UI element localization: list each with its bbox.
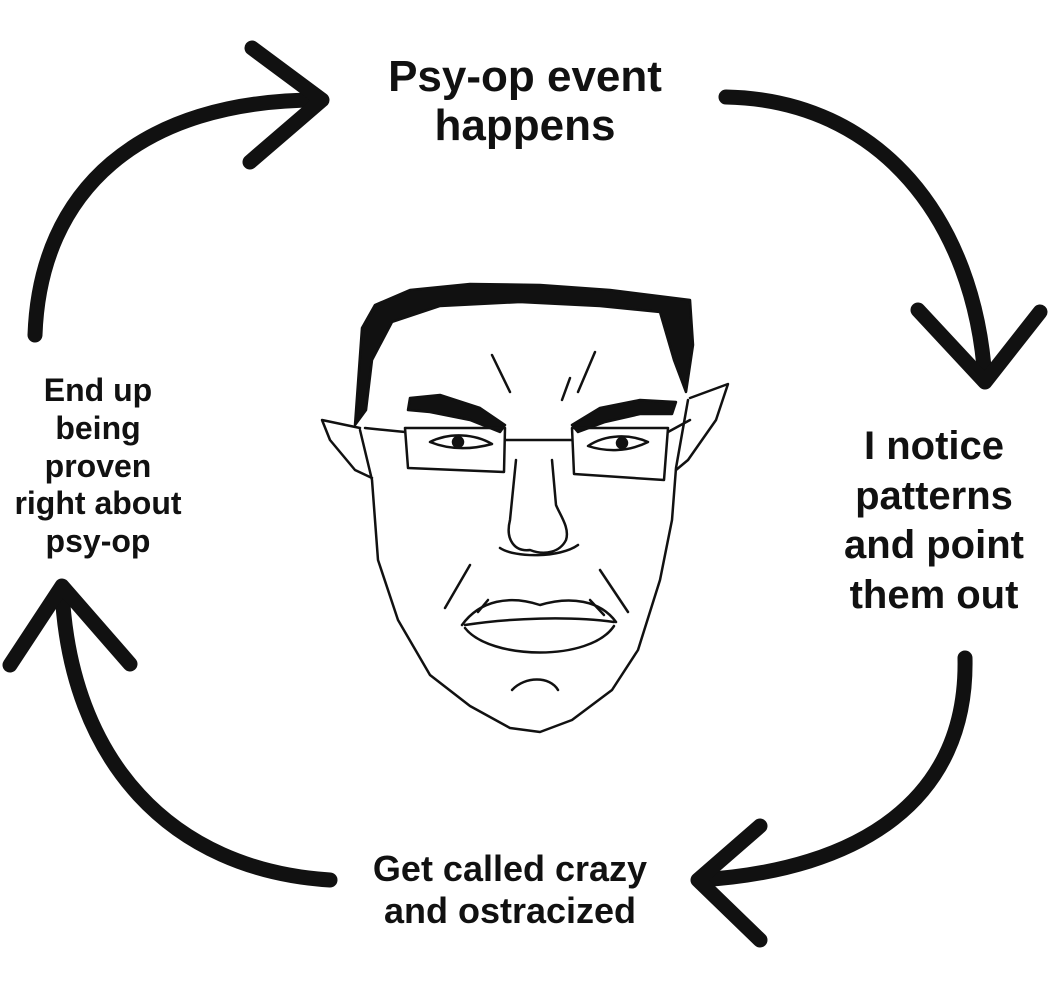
cheek-line-right: [598, 568, 630, 614]
hair: [353, 282, 695, 427]
right-eye: [586, 435, 650, 452]
glasses-right-lens: [570, 426, 670, 482]
mouth-upper: [460, 598, 618, 627]
left-eye: [428, 434, 494, 450]
face-outline: [358, 398, 690, 734]
forehead-wrinkle-mid: [560, 376, 572, 402]
arrow-right-to-bottom: [692, 650, 973, 888]
left-eyebrow: [406, 393, 507, 434]
chin-line: [510, 678, 560, 692]
step-label-called-crazy: Get called crazy and ostracized: [372, 848, 648, 932]
mouth-lower: [463, 624, 616, 654]
glasses-left-arm: [363, 426, 407, 434]
arrow-top-to-right: [718, 89, 993, 388]
mouth-line: [463, 617, 616, 627]
step-label-psy-op-event: Psy-op event happens: [388, 52, 662, 151]
arrowhead-left: [2, 578, 138, 673]
right-ear: [674, 382, 730, 472]
right-pupil: [615, 436, 629, 450]
step-label-proven-right: End up being proven right about psy-op: [14, 372, 182, 559]
forehead-wrinkle-right: [576, 350, 597, 394]
step-label-notice-patterns: I notice patterns and point them out: [844, 424, 1024, 617]
glasses-left-lens: [403, 426, 507, 474]
nose: [507, 458, 569, 554]
left-pupil: [451, 435, 465, 449]
arrowhead-top: [242, 40, 330, 170]
arrow-left-to-top: [27, 92, 326, 343]
angry-face-icon: [320, 282, 730, 734]
glasses-right-arm: [666, 418, 692, 434]
forehead-wrinkle-left: [490, 353, 512, 394]
arrowhead-bottom: [690, 818, 768, 948]
arrow-bottom-to-left: [54, 582, 338, 888]
left-ear: [320, 418, 374, 480]
cheek-line-left: [443, 563, 472, 610]
arrowhead-right: [910, 302, 1048, 390]
nose-base: [498, 543, 580, 557]
